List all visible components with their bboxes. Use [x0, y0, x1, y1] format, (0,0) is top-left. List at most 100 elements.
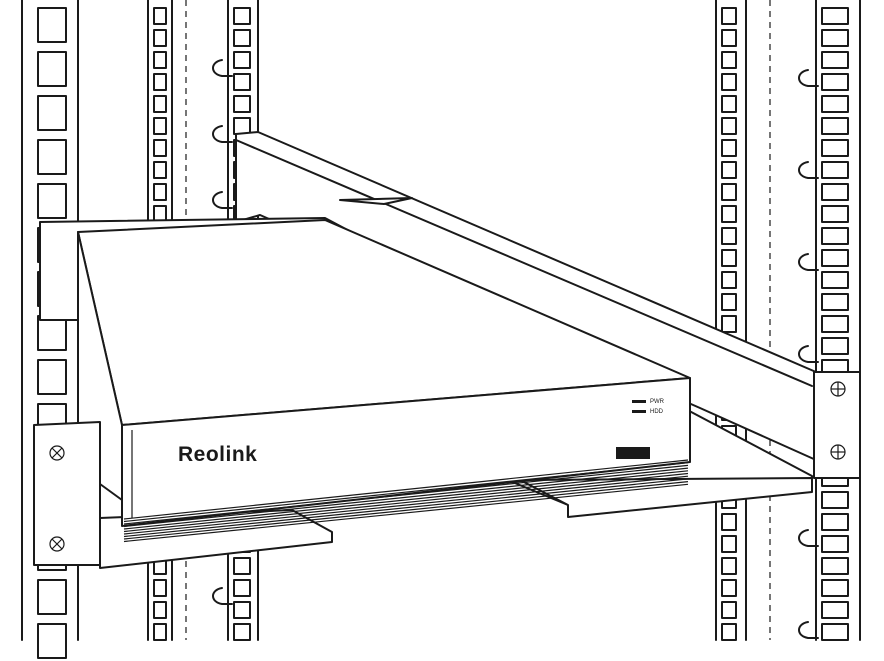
rail-hole [721, 73, 737, 91]
rail-hole [821, 337, 849, 355]
rail-hole [821, 623, 849, 641]
rail-hole [37, 7, 67, 43]
rail-hole [153, 29, 167, 47]
rail-hole [233, 557, 251, 575]
rail-hole [721, 535, 737, 553]
right-mounting-ear [813, 371, 861, 479]
rail-hole [721, 51, 737, 69]
cable-hook [798, 529, 819, 547]
plus-screw-icon [830, 381, 846, 397]
rail-hole [153, 73, 167, 91]
rail-hole [37, 95, 67, 131]
rail-hole [821, 315, 849, 333]
left-mounting-ear [33, 421, 101, 566]
rail-hole [821, 161, 849, 179]
rail-hole [721, 623, 737, 641]
rail-hole [233, 601, 251, 619]
vent-line [123, 472, 689, 533]
rail-hole [721, 601, 737, 619]
rail-hole [821, 601, 849, 619]
vent-line [123, 481, 689, 540]
cable-hook [798, 161, 819, 179]
rail-hole [721, 557, 737, 575]
vent-line [123, 459, 689, 520]
rail-hole [821, 535, 849, 553]
rail-hole [37, 359, 67, 395]
cable-hook [212, 191, 233, 209]
rail-hole [233, 7, 251, 25]
rail-hole [153, 161, 167, 179]
rail-hole [37, 579, 67, 615]
rail-hole [821, 183, 849, 201]
rail-hole [821, 491, 849, 509]
rail-hole [821, 227, 849, 245]
rail-hole [153, 51, 167, 69]
vent-line [123, 483, 689, 543]
rail-hole [153, 139, 167, 157]
rail-hole [821, 579, 849, 597]
rail-hole [821, 73, 849, 91]
vent-line [123, 464, 689, 525]
rail-hole [721, 139, 737, 157]
rail-hole [37, 51, 67, 87]
cross-screw-icon [49, 536, 65, 552]
rail-hole [37, 315, 67, 351]
rail-hole [721, 7, 737, 25]
brand-logo: Reolink [178, 443, 257, 466]
rail-hole [821, 29, 849, 47]
rail-hole [821, 271, 849, 289]
rail-hole [233, 623, 251, 641]
rail-hole [721, 161, 737, 179]
rail-hole [821, 513, 849, 531]
rail-hole [233, 51, 251, 69]
rail-hole [233, 73, 251, 91]
rail-hole [233, 95, 251, 113]
right-rack-rail [815, 0, 861, 641]
hdd-label: HDD [650, 409, 664, 415]
cable-hook [212, 125, 233, 143]
rail-hole [821, 95, 849, 113]
usb-port [616, 447, 650, 459]
hdd-led [632, 410, 646, 413]
rail-hole [721, 315, 737, 333]
rail-hole [153, 7, 167, 25]
rail-hole [721, 271, 737, 289]
vent-line [123, 478, 689, 538]
cable-hook [798, 253, 819, 271]
vent-line [123, 475, 689, 535]
rail-hole [821, 7, 849, 25]
rail-hole [233, 579, 251, 597]
rail-hole [821, 249, 849, 267]
vent-line [123, 470, 689, 530]
rail-hole [821, 51, 849, 69]
rail-hole [721, 95, 737, 113]
cable-hook [798, 345, 819, 363]
rail-hole [153, 579, 167, 597]
back-right-rail [715, 0, 849, 641]
rail-hole [721, 227, 737, 245]
rail-hole [821, 117, 849, 135]
rail-hole [153, 95, 167, 113]
rail-hole [721, 513, 737, 531]
rail-hole [721, 579, 737, 597]
rail-hole [233, 117, 251, 135]
plus-screw-icon [830, 444, 846, 460]
pwr-label: PWR [650, 399, 665, 405]
rail-hole [721, 117, 737, 135]
rail-hole [153, 117, 167, 135]
vent-line [123, 462, 689, 523]
vent-line [123, 467, 689, 528]
pwr-led [632, 400, 646, 403]
rail-hole [721, 249, 737, 267]
cable-hook [212, 587, 233, 605]
rail-hole [721, 293, 737, 311]
rail-hole [37, 183, 67, 219]
rail-hole [721, 205, 737, 223]
rail-hole [821, 557, 849, 575]
rail-hole [153, 623, 167, 641]
cable-hook [212, 59, 233, 77]
rail-hole [37, 139, 67, 175]
rail-hole [233, 29, 251, 47]
